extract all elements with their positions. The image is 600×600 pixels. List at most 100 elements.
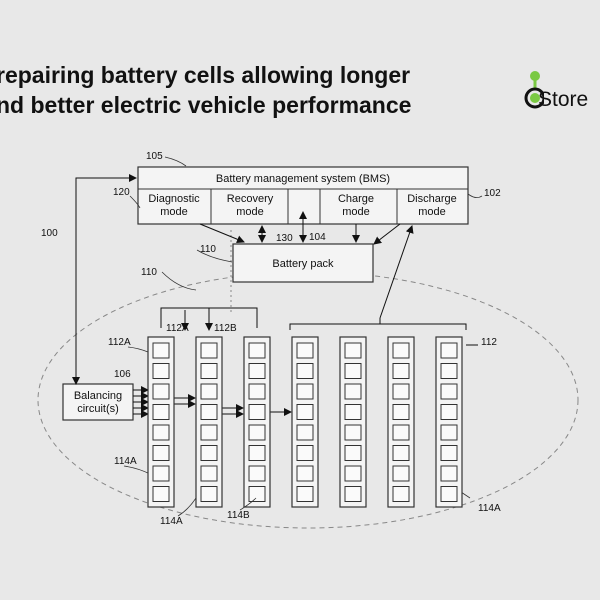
battery-cell xyxy=(152,383,170,400)
cell-string xyxy=(339,336,367,508)
battery-cell xyxy=(152,363,170,379)
ref-120: 120 xyxy=(113,187,130,198)
ref-112a-left: 112A xyxy=(108,337,131,348)
battery-cell xyxy=(440,486,458,502)
cell-string xyxy=(195,336,223,508)
battery-cell xyxy=(440,383,458,400)
battery-pack-block: Battery pack xyxy=(232,243,374,283)
battery-cell xyxy=(152,465,170,482)
ref-106: 106 xyxy=(114,369,131,380)
cell-strings xyxy=(147,336,463,508)
battery-cell xyxy=(344,424,362,441)
charge-mode-line2: mode xyxy=(342,206,370,218)
ref-130: 130 xyxy=(276,233,293,244)
battery-cell xyxy=(344,465,362,482)
diagnostic-mode-line2: mode xyxy=(160,206,188,218)
cell-string xyxy=(147,336,175,508)
cell-string xyxy=(291,336,319,508)
battery-cell xyxy=(392,424,410,441)
title-line-1: repairing battery cells allowing longer xyxy=(0,62,411,88)
ref-110-region: 110 xyxy=(141,267,157,278)
cell-string xyxy=(243,336,271,508)
battery-cell xyxy=(392,445,410,461)
bms-label: Battery management system (BMS) xyxy=(216,173,390,185)
battery-cell xyxy=(392,342,410,359)
cell-leaders xyxy=(177,497,257,517)
discharge-mode-line2: mode xyxy=(418,206,446,218)
title-line-2: nd better electric vehicle performance xyxy=(0,92,412,118)
ref-100: 100 xyxy=(41,228,58,239)
battery-cell xyxy=(440,465,458,482)
battery-cell xyxy=(248,383,266,400)
battery-cell xyxy=(296,465,314,482)
battery-cell xyxy=(296,342,314,359)
discharge-mode-line1: Discharge xyxy=(407,193,457,205)
store-logo-icon xyxy=(524,71,544,109)
battery-cell xyxy=(440,445,458,461)
battery-pack-label: Battery pack xyxy=(272,258,334,270)
ref-114a-bottom: 114A xyxy=(160,516,183,527)
battery-cell xyxy=(200,383,218,400)
recovery-mode-line1: Recovery xyxy=(227,193,274,205)
battery-cell xyxy=(152,342,170,359)
battery-cell xyxy=(344,486,362,502)
battery-cell xyxy=(344,445,362,461)
battery-cell xyxy=(296,383,314,400)
cell-string xyxy=(387,336,415,508)
battery-cell xyxy=(344,404,362,420)
recovery-mode-line2: mode xyxy=(236,206,264,218)
battery-cell xyxy=(248,342,266,359)
battery-cell xyxy=(296,486,314,502)
battery-cell xyxy=(200,424,218,441)
battery-cell xyxy=(344,383,362,400)
battery-cell xyxy=(296,424,314,441)
ref-114b: 114B xyxy=(227,510,250,521)
battery-cell xyxy=(248,404,266,420)
cell-string xyxy=(435,336,463,508)
battery-cell xyxy=(392,383,410,400)
battery-cell xyxy=(344,342,362,359)
balancing-line2: circuit(s) xyxy=(77,403,119,415)
battery-cell xyxy=(200,486,218,502)
battery-cell xyxy=(296,363,314,379)
battery-cell xyxy=(200,404,218,420)
battery-cell xyxy=(200,342,218,359)
battery-cell xyxy=(440,342,458,359)
reference-labels: 105 120 102 100 130 104 110 110 112A 112… xyxy=(41,151,501,527)
battery-cell xyxy=(248,465,266,482)
store-logo[interactable]: Store xyxy=(520,68,600,118)
ref-112: 112 xyxy=(481,337,497,348)
battery-cell xyxy=(440,363,458,379)
battery-cell xyxy=(200,363,218,379)
battery-cell xyxy=(344,363,362,379)
ref-105: 105 xyxy=(146,151,163,162)
battery-cell xyxy=(248,486,266,502)
battery-cell xyxy=(152,445,170,461)
ref-104: 104 xyxy=(309,232,326,243)
battery-cell xyxy=(200,445,218,461)
battery-cell xyxy=(392,465,410,482)
battery-cell xyxy=(248,363,266,379)
ref-112b: 112B xyxy=(214,323,237,334)
battery-cell xyxy=(392,486,410,502)
battery-cell xyxy=(296,404,314,420)
battery-cell xyxy=(248,445,266,461)
battery-cell xyxy=(248,424,266,441)
balancing-connections xyxy=(133,386,292,418)
battery-cell xyxy=(152,486,170,502)
battery-cell xyxy=(392,363,410,379)
ref-112a-top: 112A xyxy=(166,323,189,334)
battery-cell xyxy=(152,424,170,441)
article-title: repairing battery cells allowing longer … xyxy=(0,62,460,132)
balancing-circuit-block: Balancing circuit(s) xyxy=(62,383,134,421)
battery-cell xyxy=(440,404,458,420)
balancing-line1: Balancing xyxy=(74,390,122,402)
battery-cell xyxy=(440,424,458,441)
ref-110-top: 110 xyxy=(200,244,216,255)
charge-mode-line1: Charge xyxy=(338,193,374,205)
connection-arrows xyxy=(72,174,478,385)
battery-cell xyxy=(152,404,170,420)
ref-102: 102 xyxy=(484,188,501,199)
logo-wordmark: Store xyxy=(538,88,589,111)
